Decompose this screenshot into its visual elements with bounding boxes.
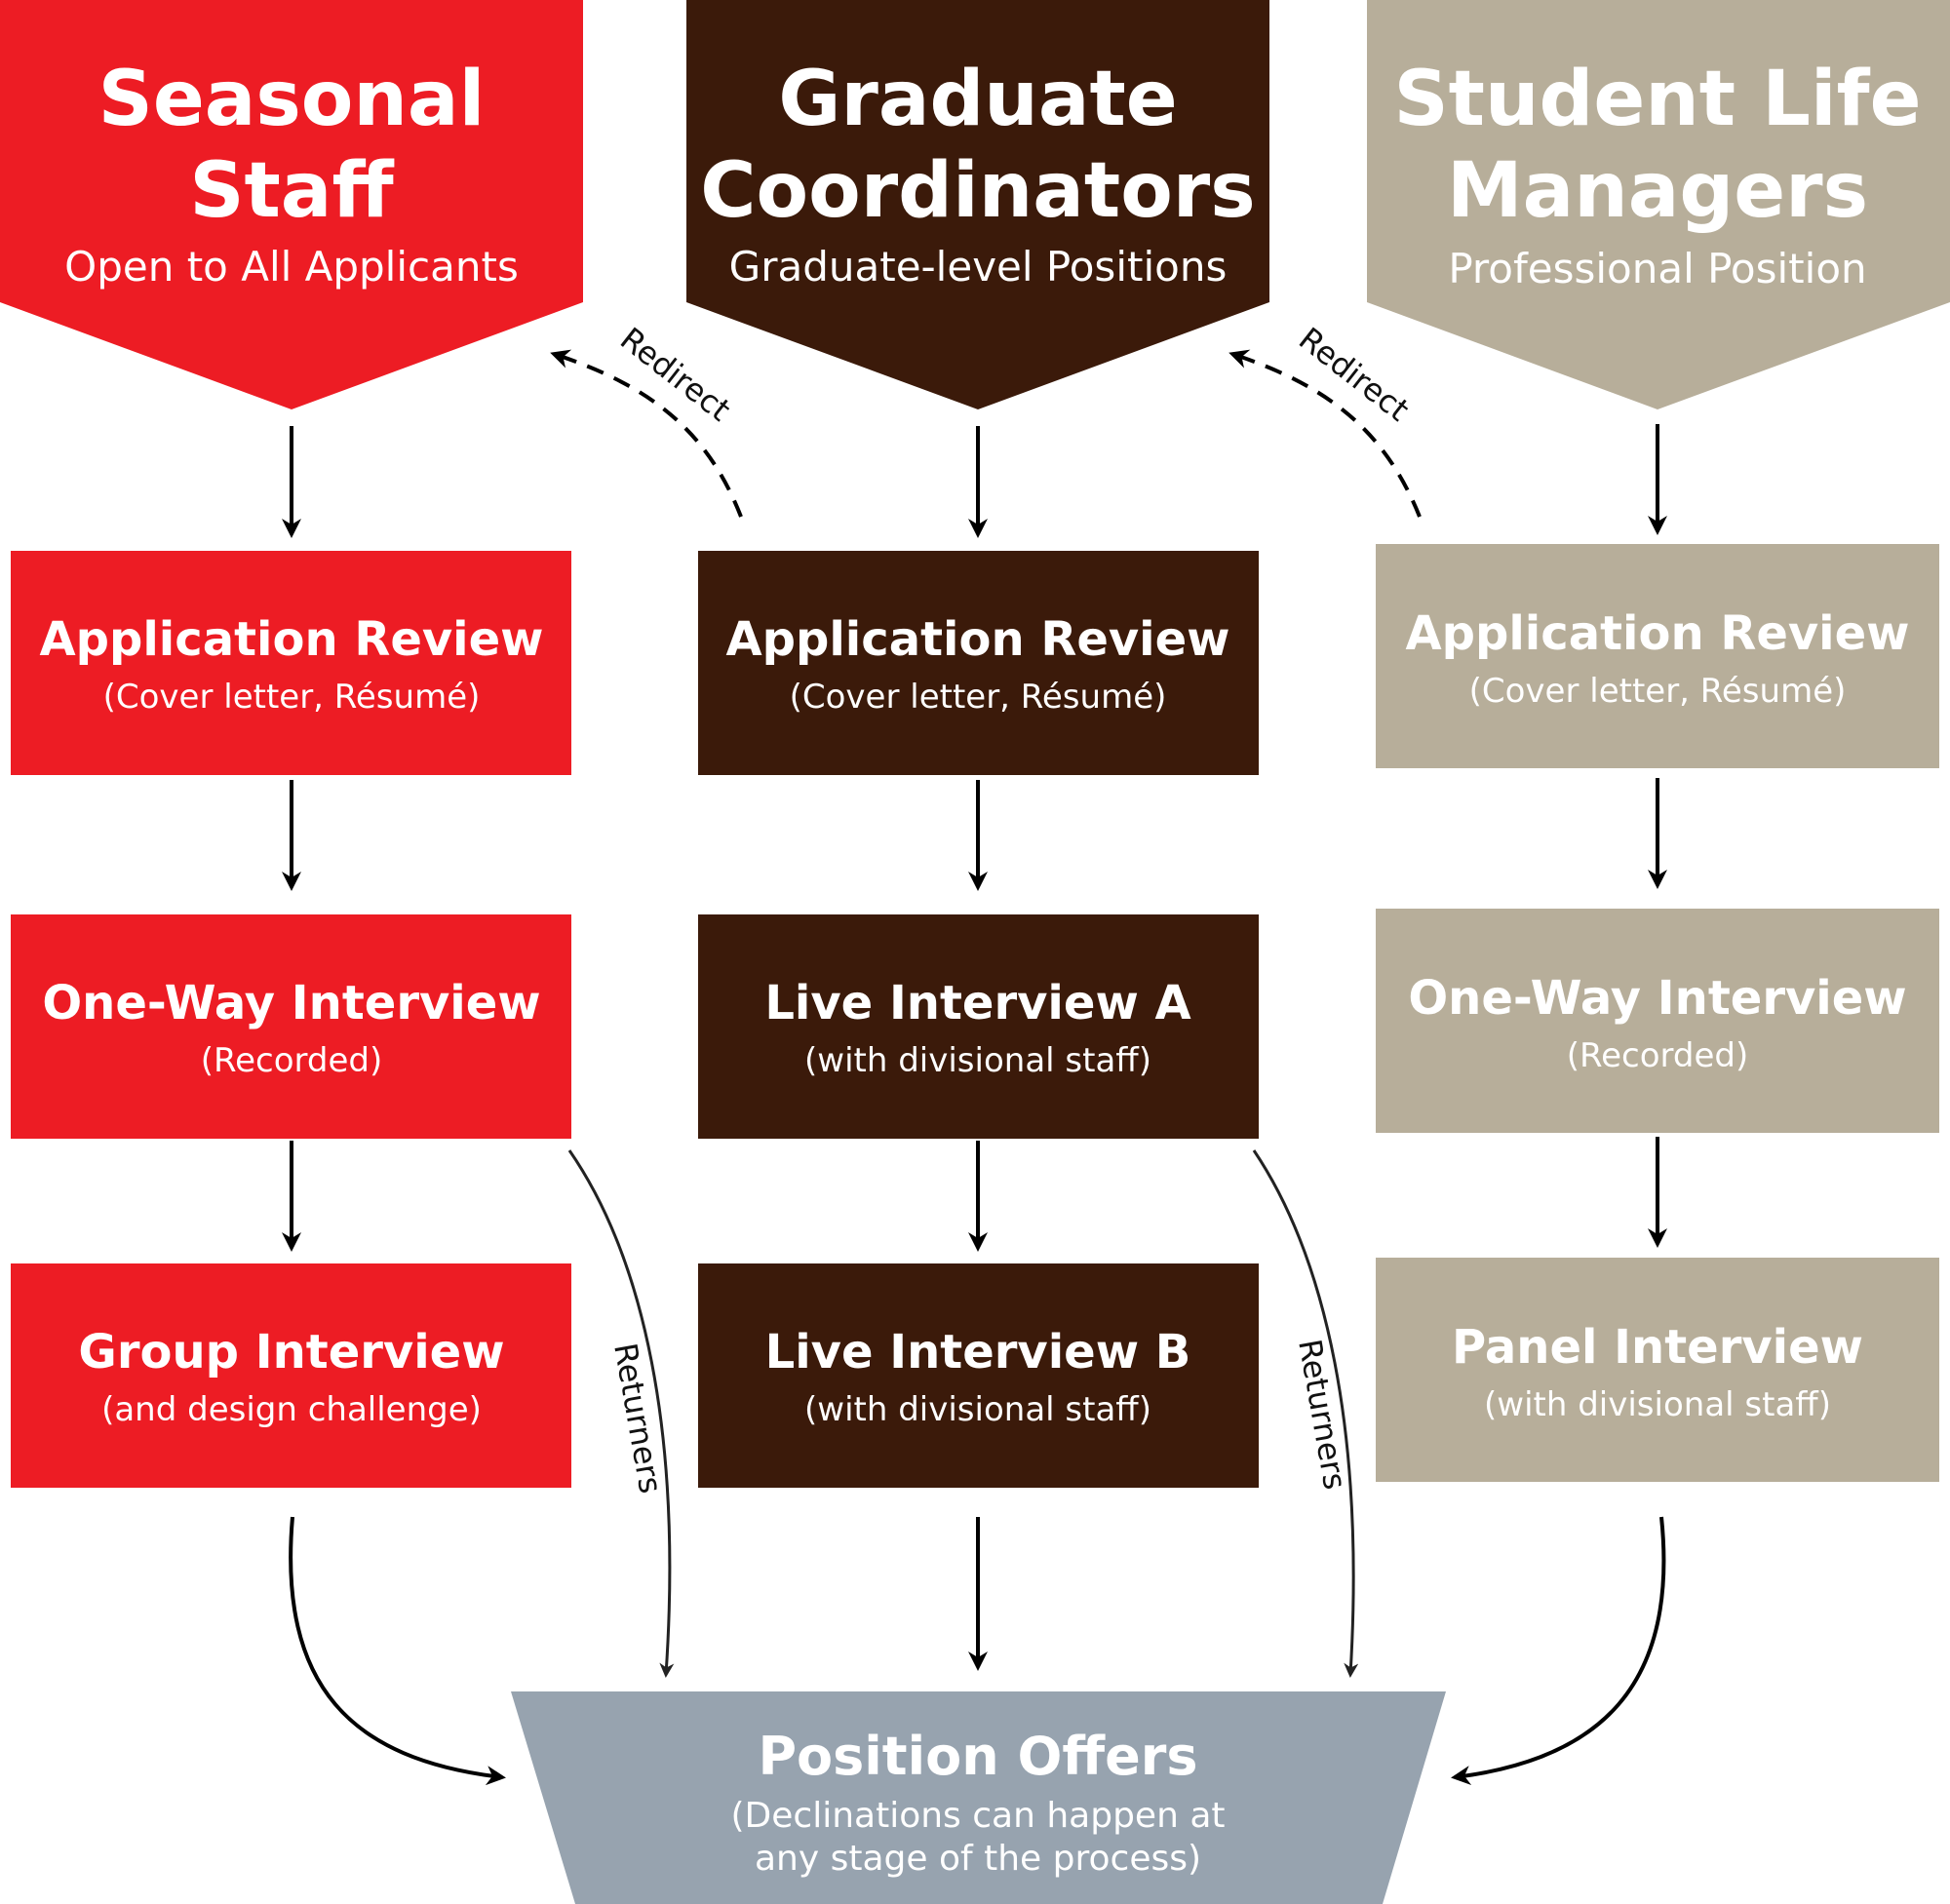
student-life-step-title: Application Review (1405, 606, 1909, 661)
header-seasonal-title-line1: Seasonal (98, 56, 486, 143)
student-life-step-title: One-Way Interview (1408, 971, 1906, 1026)
graduate-step-application-review: Application Review (Cover letter, Résumé… (698, 551, 1259, 775)
header-student-life-title-line2: Managers (1447, 147, 1868, 235)
student-life-step-application-review: Application Review (Cover letter, Résumé… (1376, 544, 1939, 768)
graduate-step-live-interview-b: Live Interview B (with divisional staff) (698, 1263, 1259, 1488)
student-life-step-detail: (with divisional staff) (1484, 1385, 1831, 1424)
header-graduate-coordinators: Graduate Coordinators Graduate-level Pos… (686, 0, 1269, 409)
arrow-student-life-to-offers (1451, 1516, 1666, 1785)
student-life-step-panel-interview: Panel Interview (with divisional staff) (1376, 1258, 1939, 1482)
header-student-life-subtitle: Professional Position (1448, 245, 1866, 292)
redirect-arrow-graduate-to-seasonal (550, 349, 743, 518)
header-graduate-title-line2: Coordinators (700, 147, 1255, 235)
student-life-step-title: Panel Interview (1452, 1320, 1863, 1375)
returners-arrow-seasonal (567, 1149, 675, 1678)
header-graduate-shape (686, 0, 1269, 409)
graduate-step-box (698, 1263, 1259, 1488)
redirect-label-2: Redirect (1292, 320, 1416, 428)
returners-arrow-graduate (1252, 1149, 1359, 1678)
graduate-step-detail: (with divisional staff) (804, 1390, 1151, 1429)
student-life-step-box (1376, 909, 1939, 1133)
position-offers-detail-line2: any stage of the process) (755, 1839, 1201, 1879)
header-graduate-subtitle: Graduate-level Positions (729, 243, 1228, 291)
position-offers-detail-line1: (Declinations can happen at (730, 1796, 1225, 1836)
header-seasonal-title-line2: Staff (189, 147, 394, 235)
graduate-step-title: Live Interview A (764, 976, 1190, 1030)
seasonal-step-title: Application Review (39, 612, 543, 667)
header-student-life-shape (1367, 0, 1950, 409)
header-seasonal-shape (0, 0, 583, 409)
redirect-label-1: Redirect (613, 320, 737, 428)
flow-arrows (282, 424, 1667, 1786)
student-life-step-detail: (Cover letter, Résumé) (1469, 672, 1847, 711)
graduate-step-live-interview-a: Live Interview A (with divisional staff) (698, 914, 1259, 1139)
redirect-arrow-student-life-to-graduate (1228, 349, 1422, 518)
seasonal-step-one-way-interview: One-Way Interview (Recorded) (11, 914, 571, 1139)
graduate-step-title: Live Interview B (765, 1325, 1191, 1379)
seasonal-step-title: One-Way Interview (42, 976, 540, 1030)
header-seasonal-subtitle: Open to All Applicants (64, 243, 519, 291)
seasonal-step-detail: (and design challenge) (101, 1390, 482, 1429)
header-student-life-title-line1: Student Life (1394, 56, 1922, 143)
header-seasonal-staff: Seasonal Staff Open to All Applicants (0, 0, 583, 409)
column-seasonal-staff: Application Review (Cover letter, Résumé… (11, 551, 571, 1488)
student-life-step-box (1376, 544, 1939, 768)
graduate-step-detail: (Cover letter, Résumé) (790, 678, 1167, 717)
column-graduate-coordinators: Application Review (Cover letter, Résumé… (698, 551, 1259, 1488)
position-offers-title: Position Offers (758, 1726, 1197, 1787)
graduate-step-title: Application Review (725, 612, 1229, 667)
seasonal-step-title: Group Interview (78, 1325, 504, 1379)
position-offers: Position Offers (Declinations can happen… (511, 1691, 1446, 1904)
arrow-seasonal-to-offers (289, 1516, 506, 1786)
student-life-step-one-way-interview: One-Way Interview (Recorded) (1376, 909, 1939, 1133)
student-life-step-detail: (Recorded) (1567, 1036, 1749, 1075)
seasonal-step-box (11, 914, 571, 1139)
student-life-step-box (1376, 1258, 1939, 1482)
seasonal-step-application-review: Application Review (Cover letter, Résumé… (11, 551, 571, 775)
graduate-step-detail: (with divisional staff) (804, 1041, 1151, 1080)
position-offers-shape (511, 1691, 1446, 1904)
column-student-life-managers: Application Review (Cover letter, Résumé… (1376, 544, 1939, 1482)
seasonal-step-group-interview: Group Interview (and design challenge) (11, 1263, 571, 1488)
graduate-step-box (698, 551, 1259, 775)
graduate-step-box (698, 914, 1259, 1139)
seasonal-step-box (11, 1263, 571, 1488)
seasonal-step-detail: (Cover letter, Résumé) (103, 678, 481, 717)
seasonal-step-detail: (Recorded) (201, 1041, 383, 1080)
header-student-life-managers: Student Life Managers Professional Posit… (1367, 0, 1950, 409)
seasonal-step-box (11, 551, 571, 775)
header-graduate-title-line1: Graduate (778, 56, 1177, 143)
